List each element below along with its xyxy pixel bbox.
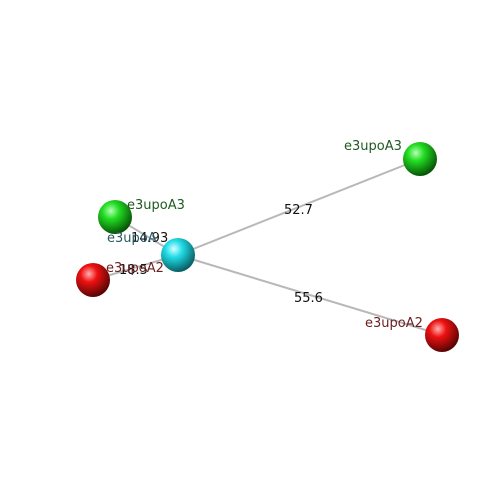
node-green-left[interactable] bbox=[98, 200, 132, 234]
node-green-right[interactable] bbox=[403, 142, 437, 176]
node-label-green-right: e3upoA3 bbox=[344, 139, 402, 154]
node-label-red-left: e3upoA2 bbox=[106, 261, 164, 276]
edge-label: 14.93 bbox=[131, 231, 168, 246]
edge-label: 55.6 bbox=[294, 291, 323, 306]
edge-label: 18.5 bbox=[119, 263, 148, 278]
edge-center-green-right bbox=[177, 158, 421, 256]
node-label-center: e3upoA bbox=[107, 231, 157, 246]
edges-layer bbox=[92, 158, 443, 336]
edge-label: 52.7 bbox=[284, 203, 313, 218]
node-red-right[interactable] bbox=[425, 318, 459, 352]
node-label-red-right: e3upoA2 bbox=[365, 316, 423, 331]
edge-center-red-right bbox=[177, 254, 443, 336]
nodes-layer bbox=[76, 142, 459, 352]
edge-labels-layer: 52.7 14.93 18.5 55.6 bbox=[119, 203, 323, 306]
node-label-green-left: e3upoA3 bbox=[127, 198, 185, 213]
node-red-left[interactable] bbox=[76, 263, 110, 297]
node-labels-layer: e3upoA e3upoA3 e3upoA3 e3upoA2 e3upoA2 bbox=[106, 139, 423, 331]
node-center[interactable] bbox=[161, 238, 195, 272]
